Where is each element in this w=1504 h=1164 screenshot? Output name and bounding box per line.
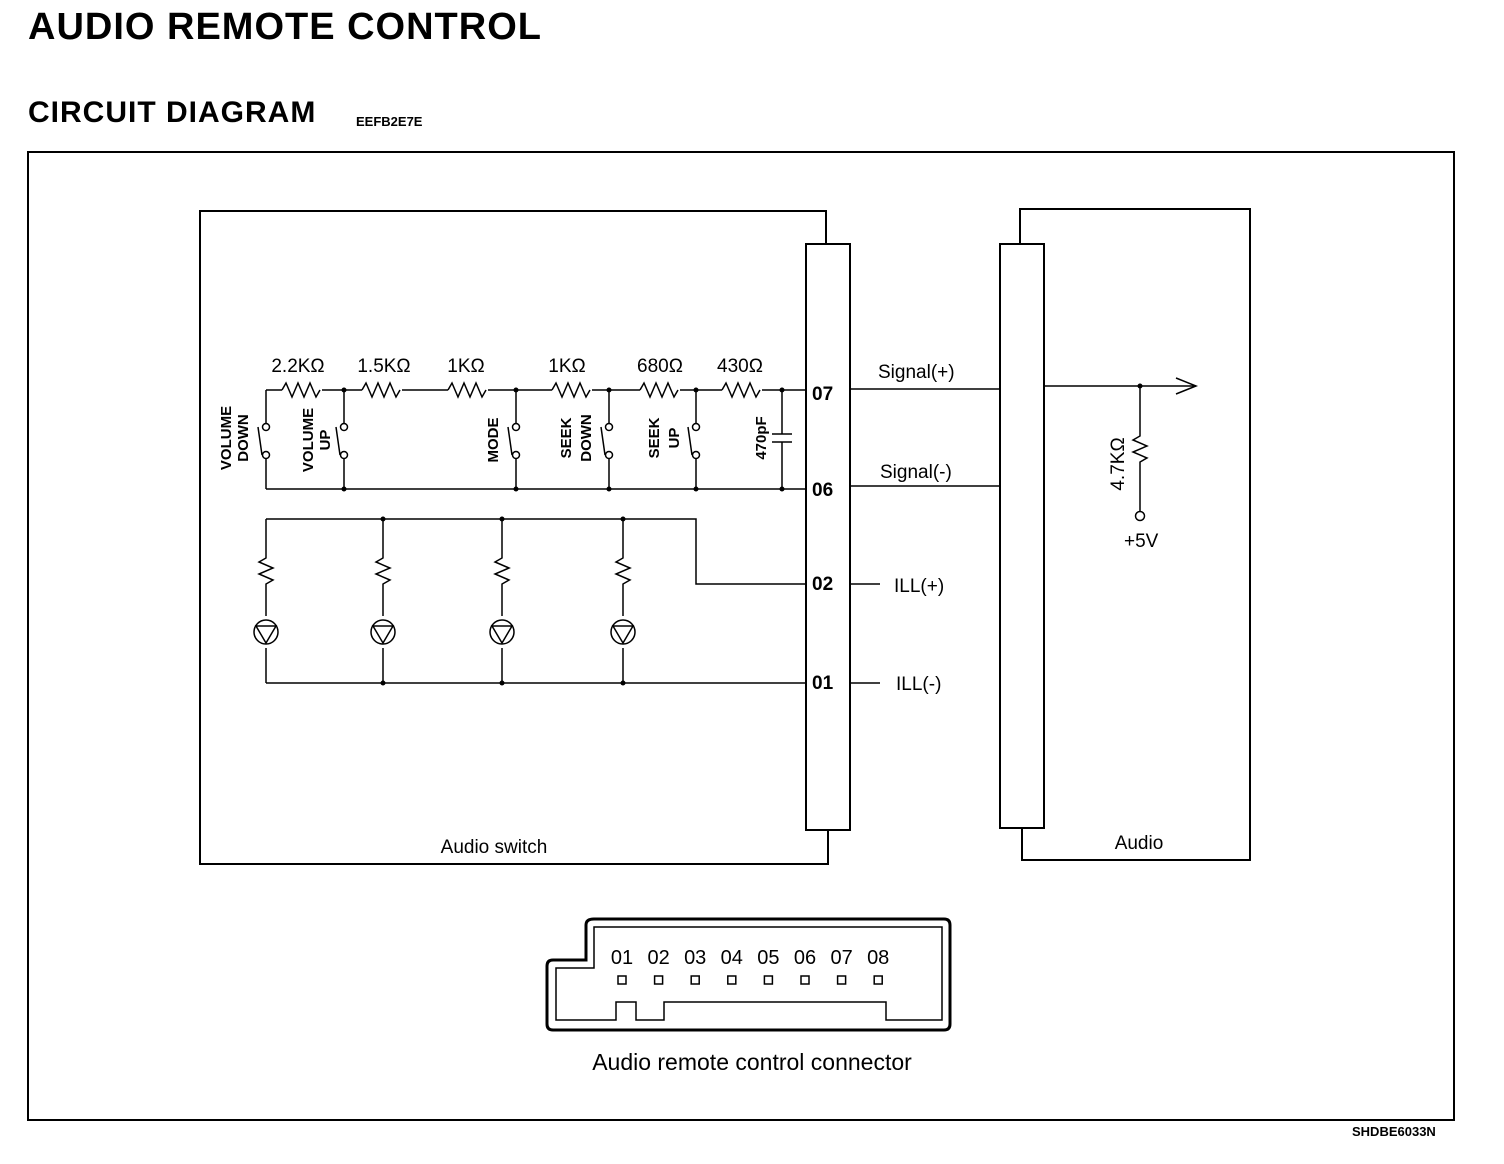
switch-label-seek-up-1: SEEK	[646, 417, 663, 458]
switch-label-mode: MODE	[485, 418, 502, 463]
connector-label: Audio remote control connector	[592, 1049, 912, 1075]
ill-minus-label: ILL(-)	[896, 674, 941, 695]
connector-pin-04	[727, 975, 737, 985]
arrow-icon	[1175, 377, 1199, 395]
pin-01-label: 01	[812, 673, 834, 694]
connector-pin-label-03: 03	[684, 947, 706, 969]
connector-outline	[545, 917, 952, 1032]
ill-plus-label: ILL(+)	[894, 576, 944, 597]
connector-pin-07	[836, 975, 847, 985]
connector-pin-08	[873, 975, 883, 985]
connector-pin-06	[800, 975, 810, 985]
connector-inner-outline	[555, 926, 943, 1021]
lamp-branch-3	[489, 516, 515, 686]
diagram-frame	[27, 151, 1455, 1121]
switch-label-seek-down-1: SEEK	[558, 417, 575, 458]
resistor-1k-b	[551, 381, 591, 399]
switch-label-seek-up-2: UP	[666, 428, 683, 449]
switch-label-volume-down-2: DOWN	[235, 414, 252, 462]
switch-seek-up	[687, 387, 701, 489]
lamp-branch-4	[610, 516, 636, 686]
ill-plus-wire	[266, 518, 806, 585]
audio-switch-label: Audio switch	[441, 837, 548, 858]
lamp-branch-1	[253, 519, 279, 683]
pin-02-label: 02	[812, 574, 833, 595]
bottom-junctions	[341, 486, 785, 492]
resistor-label-680: 680Ω	[637, 356, 683, 377]
switch-label-seek-down-2: DOWN	[578, 414, 595, 462]
resistor-2.2k	[281, 381, 321, 399]
resistor-430	[721, 381, 761, 399]
connector-pin-03	[690, 975, 700, 985]
audio-switch-connector-block	[805, 243, 851, 831]
audio-unit-connector-block	[999, 243, 1045, 829]
page-title: AUDIO REMOTE CONTROL	[28, 6, 542, 48]
lamp-branch-2	[370, 516, 396, 686]
connector-pin-label-07: 07	[830, 947, 852, 969]
resistor-1k-a	[447, 381, 487, 399]
connector-pin-label-05: 05	[757, 947, 779, 969]
switch-mode	[507, 387, 521, 489]
resistor-label-1k-a: 1KΩ	[447, 356, 484, 377]
figure-id: SHDBE6033N	[1352, 1124, 1436, 1139]
supply-label: +5V	[1124, 531, 1159, 552]
pullup-resistor-label: 4.7KΩ	[1108, 437, 1129, 490]
resistor-label-2.2k: 2.2KΩ	[271, 356, 324, 377]
capacitor-470pf	[772, 387, 792, 489]
document-code: EEFB2E7E	[356, 114, 423, 129]
audio-unit-label: Audio	[1115, 833, 1164, 854]
resistor-1.5k	[361, 381, 401, 399]
resistor-label-1.5k: 1.5KΩ	[357, 356, 410, 377]
connector-pins: 01 02 03 04 05 06 07 08	[611, 947, 889, 985]
resistor-label-430: 430Ω	[717, 356, 763, 377]
switch-label-volume-down-1: VOLUME	[218, 406, 235, 470]
connector-pin-02	[653, 975, 664, 985]
switch-seek-down	[600, 387, 614, 489]
pin-07-label: 07	[812, 384, 833, 405]
resistor-680	[639, 381, 679, 399]
connector-pin-label-08: 08	[867, 947, 889, 969]
switch-volume-down	[257, 390, 271, 489]
pin-06-label: 06	[812, 480, 833, 501]
supply-terminal	[1134, 510, 1146, 522]
connector-pin-label-02: 02	[647, 947, 669, 969]
audio-switch-box	[199, 210, 829, 865]
connector-pin-label-04: 04	[721, 947, 743, 969]
audio-unit-box	[1019, 208, 1251, 861]
capacitor-label: 470pF	[753, 416, 770, 459]
switch-label-volume-up-1: VOLUME	[300, 408, 317, 472]
pullup-resistor-4.7k	[1131, 386, 1149, 512]
connector-pin-01	[617, 975, 627, 985]
signal-plus-label: Signal(+)	[878, 362, 955, 383]
signal-minus-label: Signal(-)	[880, 462, 952, 483]
switch-volume-up	[335, 387, 349, 489]
section-title: CIRCUIT DIAGRAM	[28, 96, 317, 129]
connector-pin-label-06: 06	[794, 947, 816, 969]
switch-label-volume-up-2: UP	[317, 430, 334, 451]
connector-pin-05	[763, 975, 774, 985]
connector-pin-label-01: 01	[611, 947, 633, 969]
resistor-label-1k-b: 1KΩ	[548, 356, 585, 377]
